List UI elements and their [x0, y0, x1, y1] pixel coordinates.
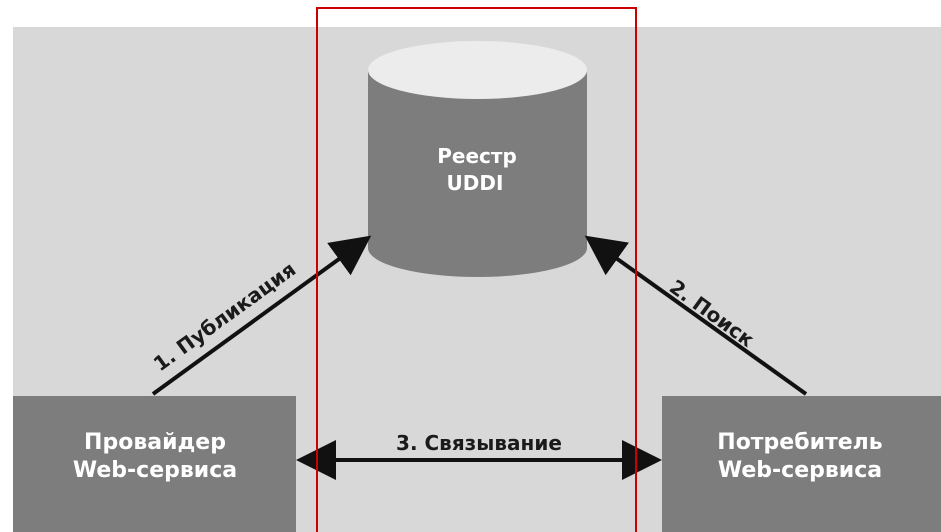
provider-label-line1: Провайдер	[84, 430, 226, 455]
provider-box: Провайдер Web-сервиса	[13, 396, 296, 532]
registry-label-line1: Реестр	[437, 144, 517, 168]
consumer-box: Потребитель Web-сервиса	[662, 396, 941, 532]
bind-label: 3. Связывание	[396, 431, 562, 455]
uddi-registry-cylinder: Реестр UDDI	[368, 41, 587, 277]
provider-label-line2: Web-сервиса	[73, 458, 237, 483]
highlight-frame	[316, 7, 637, 532]
find-arrow	[584, 235, 808, 396]
publish-arrow	[151, 235, 372, 396]
consumer-label-line2: Web-сервиса	[718, 458, 882, 483]
consumer-label-line1: Потребитель	[717, 430, 882, 455]
registry-label-line2: UDDI	[447, 171, 504, 195]
